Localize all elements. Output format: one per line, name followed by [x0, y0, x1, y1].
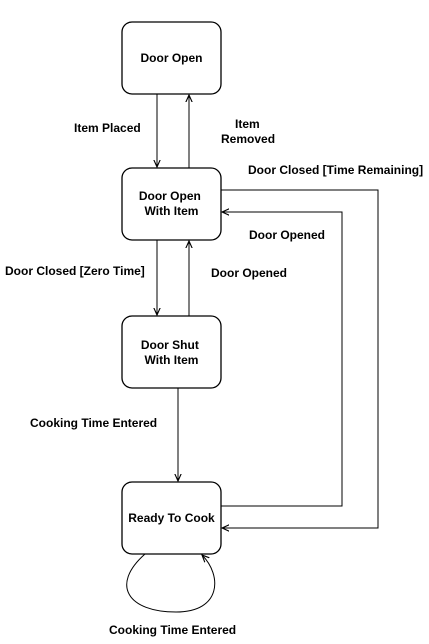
state-door-open-with-item: Door Open With Item — [121, 167, 222, 241]
label-door-opened-from-shut-line-1: Door Opened — [211, 266, 287, 280]
state-ready-to-cook-label: Ready To Cook — [128, 511, 215, 525]
state-door-open-with-item-label: Door Open With Item — [139, 189, 204, 218]
label-door-closed-zero-time-line-1: Door Closed [Zero Time] — [5, 264, 145, 278]
label-door-closed-time-remaining: Door Closed [Time Remaining] — [248, 163, 423, 177]
state-ready-to-cook-line-1: Ready To Cook — [128, 511, 215, 525]
label-door-opened-from-ready-line-1: Door Opened — [249, 228, 325, 242]
label-cooking-time-entered-self-line-1: Cooking Time Entered — [109, 623, 236, 637]
label-cooking-time-entered-line-1: Cooking Time Entered — [30, 416, 157, 430]
state-door-open-with-item-line-1: Door Open — [139, 189, 201, 203]
label-door-closed-zero-time: Door Closed [Zero Time] — [5, 264, 145, 278]
label-cooking-time-entered-self: Cooking Time Entered — [109, 623, 236, 637]
state-door-open: Door Open — [121, 21, 222, 95]
label-door-opened-from-ready: Door Opened — [249, 228, 325, 242]
label-item-removed-line-1: Item — [235, 117, 260, 131]
label-item-placed-line-1: Item Placed — [74, 121, 141, 135]
state-door-open-with-item-line-2: With Item — [145, 204, 199, 218]
edge-door-opened-from-ready — [221, 212, 343, 507]
label-door-closed-time-remaining-line-1: Door Closed [Time Remaining] — [248, 163, 423, 177]
edge-door-closed-time-remaining — [221, 189, 379, 528]
state-door-shut-with-item-line-2: With Item — [145, 353, 199, 367]
state-door-shut-with-item-label: Door Shut With Item — [141, 338, 202, 367]
state-ready-to-cook: Ready To Cook — [121, 481, 222, 555]
label-item-removed-line-2: Removed — [221, 132, 275, 146]
label-door-opened-from-shut: Door Opened — [211, 266, 287, 280]
state-door-open-line-1: Door Open — [141, 51, 203, 65]
state-door-open-label: Door Open — [141, 51, 203, 65]
state-door-shut-with-item-line-1: Door Shut — [141, 338, 199, 352]
label-item-removed: Item Removed — [221, 117, 275, 146]
edge-cooking-time-entered-self — [126, 553, 216, 613]
label-cooking-time-entered: Cooking Time Entered — [30, 416, 157, 430]
label-item-placed: Item Placed — [74, 121, 141, 135]
state-door-shut-with-item: Door Shut With Item — [121, 315, 222, 389]
